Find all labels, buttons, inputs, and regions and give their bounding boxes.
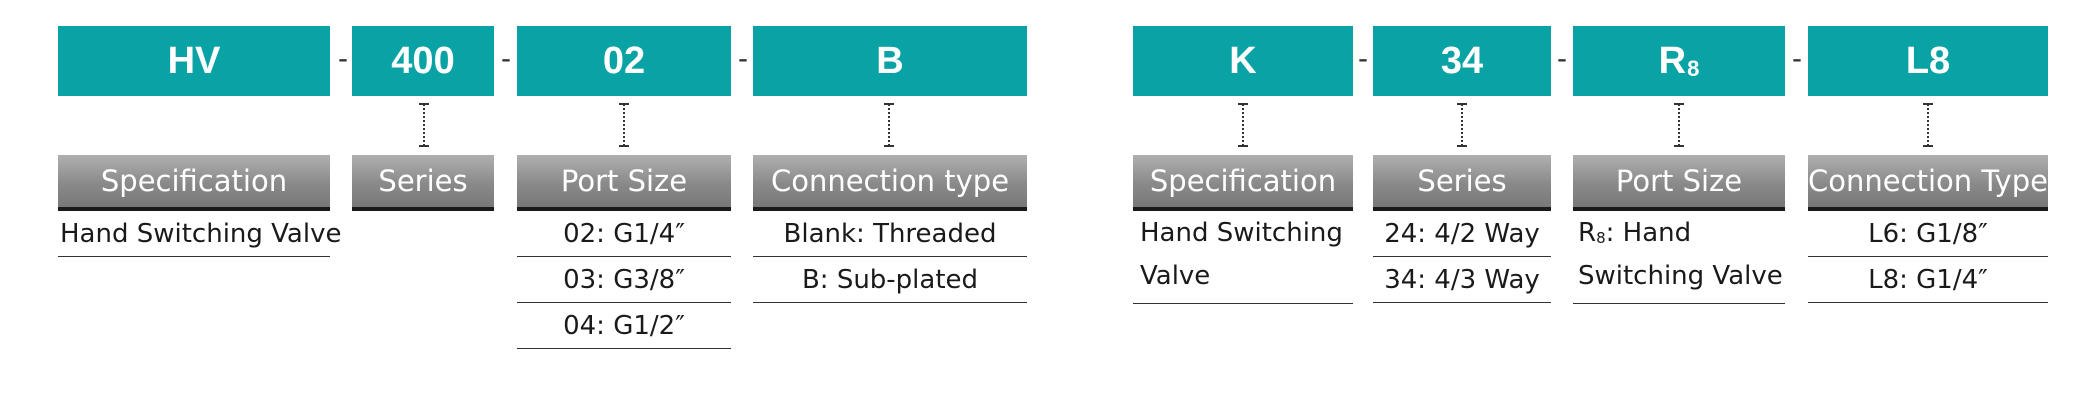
port-size-row: 02: G1/4″ [517,211,731,257]
code-r: R [1658,39,1687,82]
code-box-k: K [1133,26,1353,96]
row-divider [1133,303,1353,304]
port-size-line: R8: Hand [1578,218,1691,248]
header-specification: Specification [1133,155,1353,211]
code-box-port-size: 02 [517,26,731,96]
connection-row: Blank: Threaded [753,211,1027,257]
specification-line: Valve [1140,261,1211,291]
dotted-connector [884,103,894,147]
port-size-prefix: R [1578,218,1597,248]
port-size-row: 04: G1/2″ [517,303,731,349]
series-row: 34: 4/3 Way [1373,257,1551,303]
port-size-row: 03: G3/8″ [517,257,731,303]
header-series: Series [1373,155,1551,211]
specification-row: Hand Switching Valve [58,211,341,257]
connection-row: L6: G1/8″ [1808,211,2048,257]
series-row: 24: 4/2 Way [1373,211,1551,257]
separator-dash: - [1557,42,1567,75]
separator-dash: - [501,42,511,75]
dotted-connector [1457,103,1467,147]
code-box-connection: L8 [1808,26,2048,96]
port-size-subscript: 8 [1596,229,1606,247]
dotted-connector [1674,103,1684,147]
code-subscript: 8 [1687,56,1700,81]
separator-dash: - [1358,42,1368,75]
header-series: Series [352,155,494,211]
connection-row: L8: G1/4″ [1808,257,2048,303]
port-size-text: : Hand [1605,218,1692,248]
separator-dash: - [738,42,748,75]
connection-row: B: Sub-plated [753,257,1027,303]
code-box-series: 34 [1373,26,1551,96]
header-port-size: Port Size [517,155,731,211]
specification-line: Hand Switching [1140,218,1343,248]
code-box-series: 400 [352,26,494,96]
header-connection-type: Connection Type [1808,155,2048,211]
port-size-line: Switching Valve [1578,261,1783,291]
dotted-connector [1923,103,1933,147]
separator-dash: - [1792,42,1802,75]
header-specification: Specification [58,155,330,211]
header-port-size: Port Size [1573,155,1785,211]
separator-dash: - [338,42,348,75]
dotted-connector [419,103,429,147]
header-connection-type: Connection type [753,155,1027,211]
dotted-connector [1238,103,1248,147]
dotted-connector [619,103,629,147]
row-divider [1573,303,1785,304]
code-box-hv: HV [58,26,330,96]
code-box-connection: B [753,26,1027,96]
